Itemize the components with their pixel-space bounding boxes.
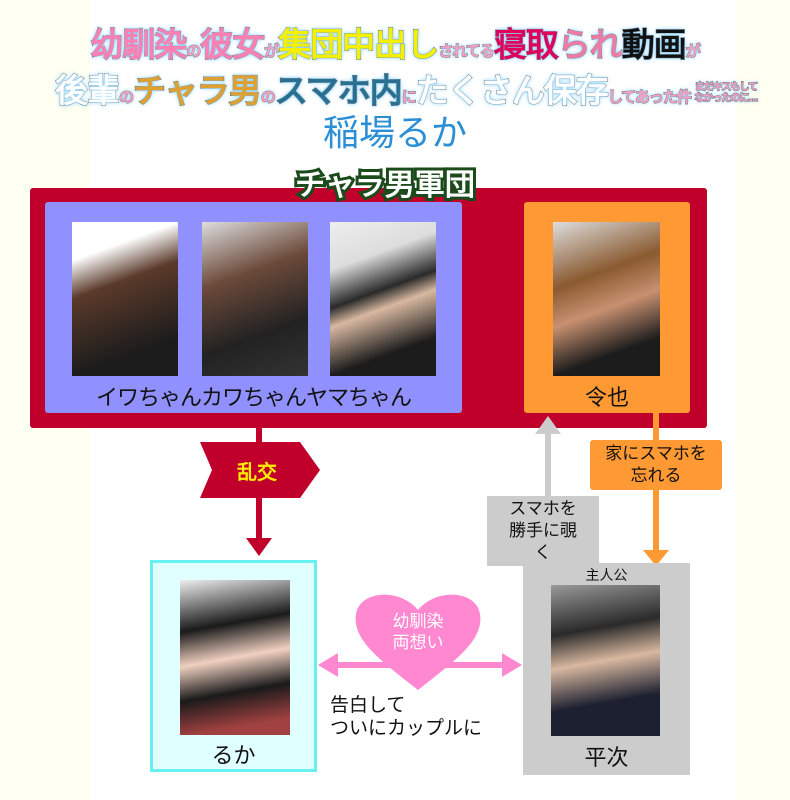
title-segment: に [401, 88, 417, 107]
relation-note: 告白して ついにカップルに [330, 694, 483, 739]
title-segment: スマホ内 [274, 71, 403, 111]
title-segment: 集団中出し [278, 25, 440, 65]
relation-arrowhead-right [502, 653, 522, 677]
heart-icon [355, 594, 481, 690]
peek-label: スマホを勝手に覗く [487, 496, 599, 566]
hero-label: 平次 [584, 746, 629, 771]
title-segment: 彼女 [200, 25, 266, 65]
heroine-label: るか [211, 744, 256, 769]
title-segment: の [118, 88, 134, 107]
photo-kawa [202, 222, 308, 376]
photo-yama [330, 222, 436, 376]
member-label: カワちゃん [200, 386, 307, 411]
actress-name: 稲場るか [322, 113, 467, 154]
orgy-arrowhead [246, 538, 272, 556]
hero-role: 主人公 [585, 568, 628, 584]
group-title: チャラ男軍団 [292, 165, 478, 206]
title-segment: チャラ男 [133, 71, 263, 111]
title-segment: 後輩 [55, 71, 121, 111]
title-segment: の [186, 42, 202, 61]
photo-heroine [180, 580, 290, 735]
relation-arrowhead-left [318, 653, 338, 677]
member-label: ヤマちゃん [306, 386, 412, 411]
title-segment: 動画 [621, 25, 687, 65]
title-segment: 幼馴染 [90, 25, 188, 65]
photo-iwa [72, 222, 178, 376]
title-segment: 寝取 [493, 25, 559, 65]
photo-hero [551, 585, 660, 736]
title-segment: が [685, 42, 701, 61]
forget-arrowhead [643, 550, 669, 566]
title-line-2: 後輩のチャラ男のスマホ内にたくさん保存してあった件まだキスもしてなかったのに… [55, 64, 759, 112]
leader-label: 令也 [584, 386, 629, 411]
forget-label: 家にスマホを忘れる [590, 440, 722, 490]
title-segment: られ [557, 25, 623, 65]
title-segment: されてる [438, 42, 496, 61]
title-segment: してあった件 [607, 88, 692, 107]
photo-leader [553, 222, 660, 376]
title-segment: の [260, 88, 276, 107]
member-label: イワちゃん [95, 386, 202, 411]
title-line-1: 幼馴染の彼女が集団中出しされてる寝取られ動画が [55, 18, 735, 66]
peek-arrowhead [535, 416, 561, 434]
title-segment: たくさん保存 [415, 71, 609, 111]
orgy-label: 乱交 [237, 460, 277, 484]
orgy-label-shape [200, 442, 320, 498]
title-segment: が [264, 42, 280, 61]
title-segment: まだキスもしてなかったのに… [694, 81, 759, 104]
heart-label: 幼馴染両想い [392, 612, 444, 653]
